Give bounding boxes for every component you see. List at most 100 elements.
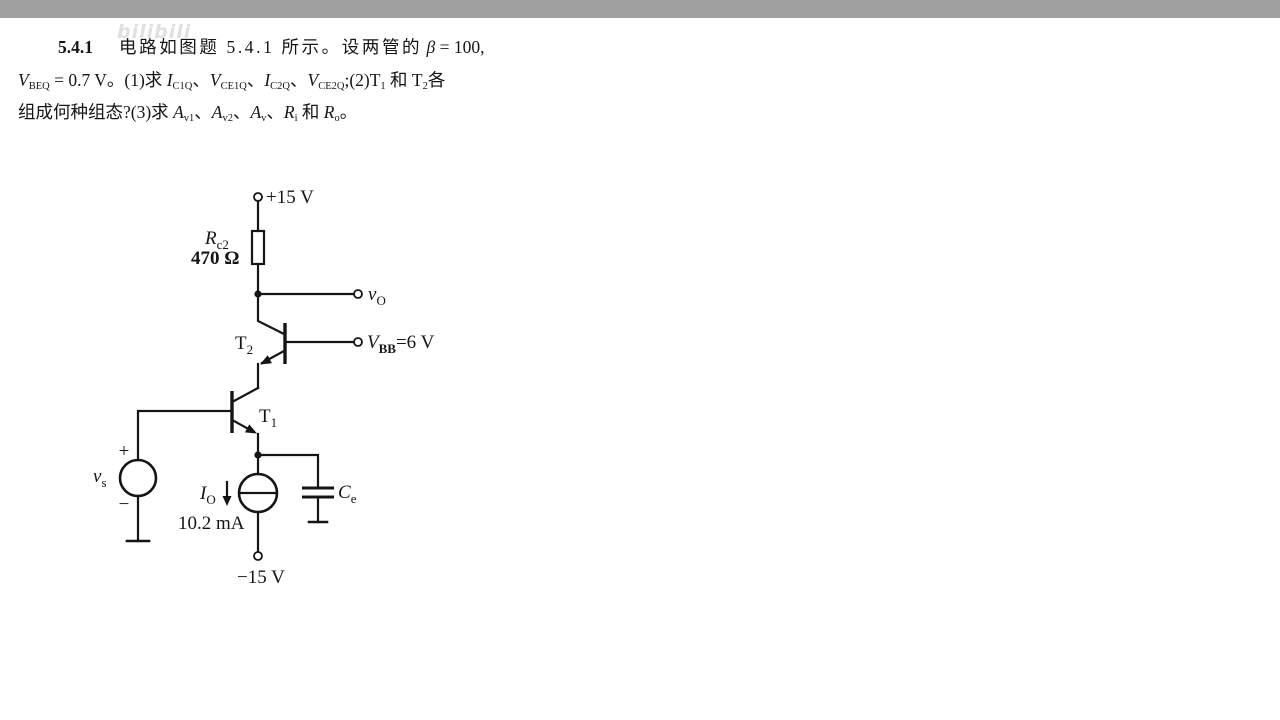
t1-subscript: 1 xyxy=(380,81,386,92)
av-symbol: A xyxy=(250,102,262,122)
av1-subscript: v1 xyxy=(183,113,195,124)
ic1q-variable: IC1Q xyxy=(166,70,193,92)
transistor-t1 xyxy=(136,386,260,462)
vbeq-symbol: V xyxy=(18,70,29,90)
vce2q-variable: VCE2Q xyxy=(307,70,345,92)
io-label: IO xyxy=(199,483,216,507)
top-bar xyxy=(0,0,1280,18)
ic2q-subscript: C2Q xyxy=(270,81,290,92)
vs-plus-sign: + xyxy=(119,441,130,462)
t2-emitter-arrow xyxy=(260,355,272,365)
ro-variable: Ro xyxy=(323,102,340,124)
t1-subscript: 1 xyxy=(271,415,278,430)
t2-subscript: 2 xyxy=(247,342,254,357)
capacitor-ce xyxy=(302,486,334,524)
io-direction-arrow-icon xyxy=(222,496,232,506)
input-voltage-source xyxy=(118,458,158,543)
output-label: vO xyxy=(368,284,386,308)
rc2-value: 470 Ω xyxy=(191,248,239,269)
ic1q-symbol: I xyxy=(166,70,173,90)
question-3-label: (3)求 xyxy=(130,102,169,122)
output-symbol: v xyxy=(368,284,377,305)
t1-variable: T1 xyxy=(369,70,386,92)
and-word: 和 xyxy=(390,70,408,90)
vce2q-symbol: V xyxy=(307,70,319,90)
vbb-terminal xyxy=(353,337,363,347)
t1-symbol: T xyxy=(259,406,271,427)
vbeq-value: = 0.7 V。 xyxy=(54,70,125,90)
and-word: 和 xyxy=(301,102,320,122)
t1-base-lead xyxy=(136,409,234,462)
separator: 、 xyxy=(194,102,212,122)
io-subscript: O xyxy=(206,492,215,507)
ro-subscript: o xyxy=(334,113,340,124)
vce1q-subscript: CE1Q xyxy=(220,81,247,92)
semicolon: ; xyxy=(344,70,350,90)
vbb-symbol: V xyxy=(367,332,381,353)
ic2q-symbol: I xyxy=(264,70,271,90)
io-symbol: I xyxy=(199,483,208,504)
t1-label: T1 xyxy=(259,406,277,430)
beta-symbol: β xyxy=(426,37,436,57)
period: 。 xyxy=(339,102,358,122)
av2-subscript: v2 xyxy=(222,113,233,124)
vcc-terminal xyxy=(253,192,263,202)
av1-symbol: A xyxy=(173,102,184,122)
ri-symbol: R xyxy=(283,102,295,122)
vce2q-subscript: CE2Q xyxy=(318,81,345,92)
ce-label: Ce xyxy=(338,482,357,506)
transistor-t2 xyxy=(256,292,363,365)
problem-line-2: VBEQ = 0.7 V。(1)求 IC1Q、VCE1Q、IC2Q、VCE2Q;… xyxy=(18,68,445,92)
av-subscript: v xyxy=(261,113,267,124)
current-source-io xyxy=(237,472,279,514)
line-2-tail: 各 xyxy=(427,70,446,90)
av2-symbol: A xyxy=(211,102,223,122)
t2-symbol: T xyxy=(235,333,247,354)
t2-symbol: T xyxy=(411,70,423,90)
beta-value: = 100, xyxy=(439,37,485,57)
vs-source-circle xyxy=(118,458,158,498)
line-3-text: 组成何种组态? xyxy=(18,102,131,122)
t2-label: T2 xyxy=(235,333,253,357)
vs-symbol: v xyxy=(93,466,102,487)
question-1-label: (1)求 xyxy=(124,70,163,90)
ic1q-subscript: C1Q xyxy=(172,81,193,92)
resistor-rc2 xyxy=(250,229,266,266)
problem-number: 5.4.1 xyxy=(58,37,93,57)
problem-intro-text: 电路如图题 5.4.1 所示。设两管的 xyxy=(119,37,423,57)
t1-collector xyxy=(232,386,260,403)
question-2-label: (2) xyxy=(349,70,370,90)
vs-label: vs xyxy=(93,466,107,490)
av-variable: Av xyxy=(250,102,267,124)
t1-symbol: T xyxy=(369,70,381,90)
rc2-label: Rc2 xyxy=(204,228,229,252)
vbeq-variable: VBEQ xyxy=(18,70,50,92)
vbb-label: VBB=6 V xyxy=(367,332,435,356)
ce-symbol: C xyxy=(338,482,351,503)
av1-variable: Av1 xyxy=(173,102,195,124)
rc2-subscript: c2 xyxy=(217,237,229,252)
vcc-label: +15 V xyxy=(266,187,314,208)
separator: 、 xyxy=(232,102,251,122)
vs-subscript: s xyxy=(101,475,106,490)
output-terminal xyxy=(353,289,363,299)
output-subscript: O xyxy=(376,293,385,308)
t2-subscript: 2 xyxy=(422,81,428,92)
vee-terminal xyxy=(253,551,263,561)
vbb-value: =6 V xyxy=(396,332,435,353)
problem-line-1: 5.4.1 电路如图题 5.4.1 所示。设两管的 β = 100, xyxy=(58,35,485,59)
vbb-subscript: BB xyxy=(379,341,397,356)
problem-line-3: 组成何种组态?(3)求 Av1、Av2、Av、Ri 和 Ro。 xyxy=(18,100,357,124)
separator: 、 xyxy=(246,70,265,90)
vbeq-subscript: BEQ xyxy=(28,81,50,92)
vs-minus-sign: − xyxy=(119,494,130,515)
bilibili-watermark: bilibili xyxy=(117,21,192,43)
ro-symbol: R xyxy=(323,102,335,122)
io-value: 10.2 mA xyxy=(178,513,245,534)
separator: 、 xyxy=(192,70,210,90)
rc2-symbol: R xyxy=(204,228,217,249)
t2-collector xyxy=(256,292,286,336)
ce-subscript: e xyxy=(351,491,357,506)
